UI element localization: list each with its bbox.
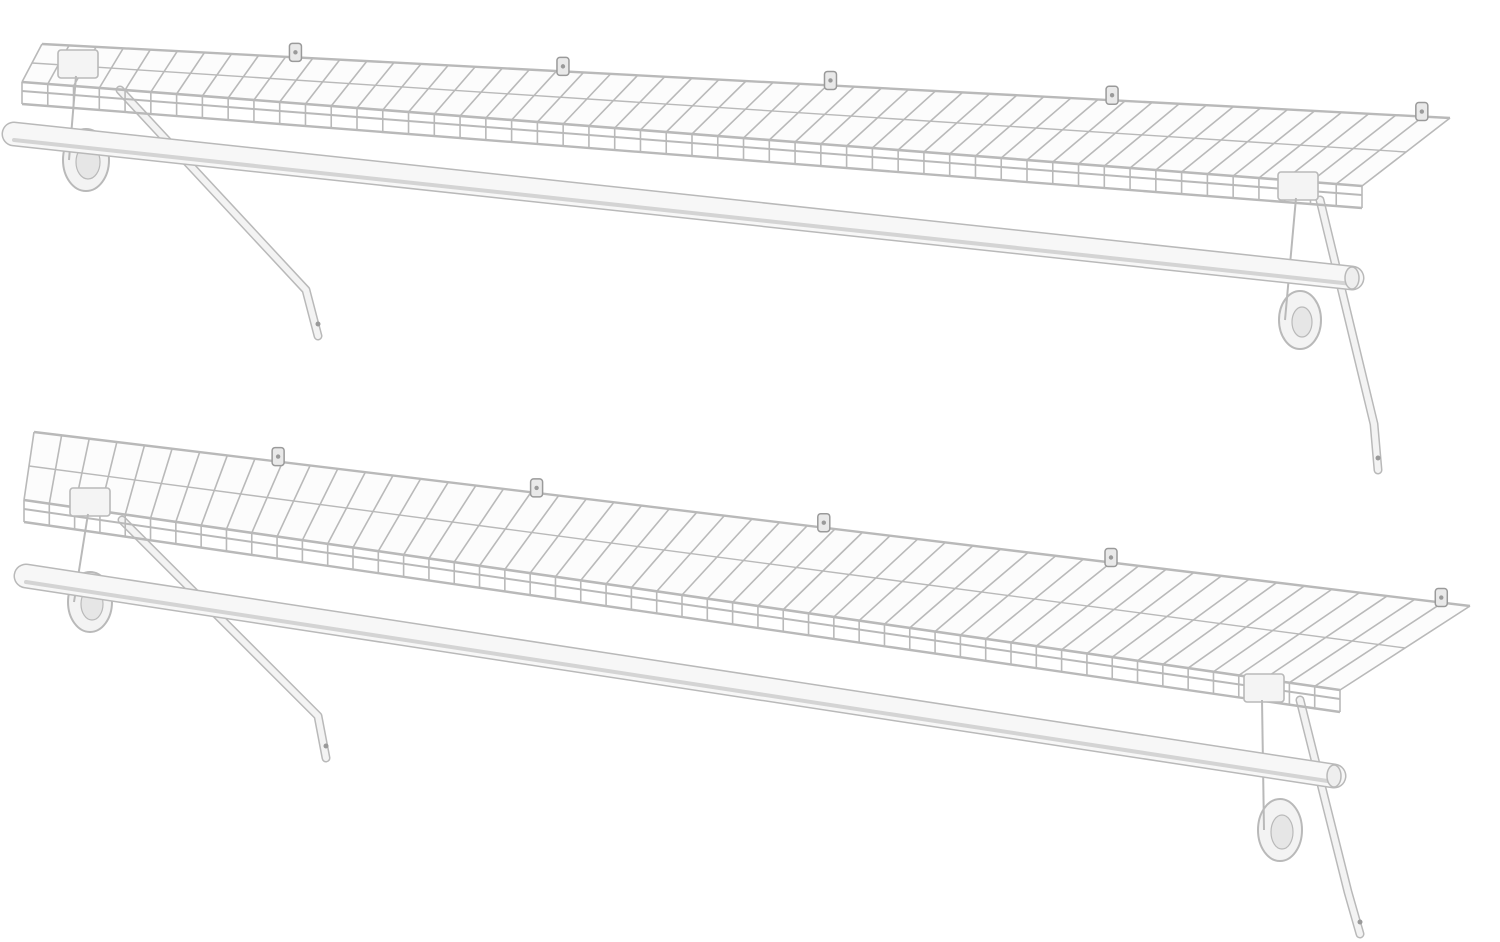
rail-clamp [69,487,111,517]
clip-screw [560,64,566,69]
left-support-brace [119,517,329,761]
front-lip-rail [21,90,1363,196]
lip-bottom-rail [21,102,1363,210]
clip-screw [828,78,833,83]
front-rail [21,80,1363,188]
hanging-rod [15,565,1345,787]
back-rail [41,42,1451,120]
clip-screw [821,520,826,525]
lip-bottom-rail [23,520,1341,714]
front-lip-rail [23,508,1341,700]
rail-clamp [1277,171,1319,201]
rail-clamp [1243,673,1285,703]
screw-hole [315,321,321,327]
upper-shelf-assembly [1,42,1451,475]
clip-screw [1419,109,1425,114]
right-support-brace [1297,697,1363,937]
rod-shade [24,580,1336,784]
left-support-brace-outline [117,515,331,763]
screw-hole [1357,919,1363,925]
right-rod-bracket-inner [1291,306,1313,338]
rail-clamp [57,49,99,79]
clip-screw [1108,555,1114,560]
mid-rail [28,465,1406,649]
left-support-brace-outline [115,85,323,341]
rod-end-cap [1326,764,1342,788]
clip-screw [534,485,539,491]
clip-screw [1109,93,1115,98]
screw-hole [323,743,329,749]
rod-shade [12,138,1354,286]
lower-shelf-assembly [13,430,1471,939]
shelf-deck [22,44,1450,186]
mid-rail [31,62,1407,153]
right-rod-bracket-inner [1270,814,1294,850]
front-rail [23,498,1341,692]
clip-screw [275,454,281,459]
hanging-rod [3,123,1363,289]
screw-hole [1375,455,1381,461]
clip-screw [293,50,298,55]
rod-end-cap [1344,266,1360,290]
clip-screw [1439,595,1444,600]
